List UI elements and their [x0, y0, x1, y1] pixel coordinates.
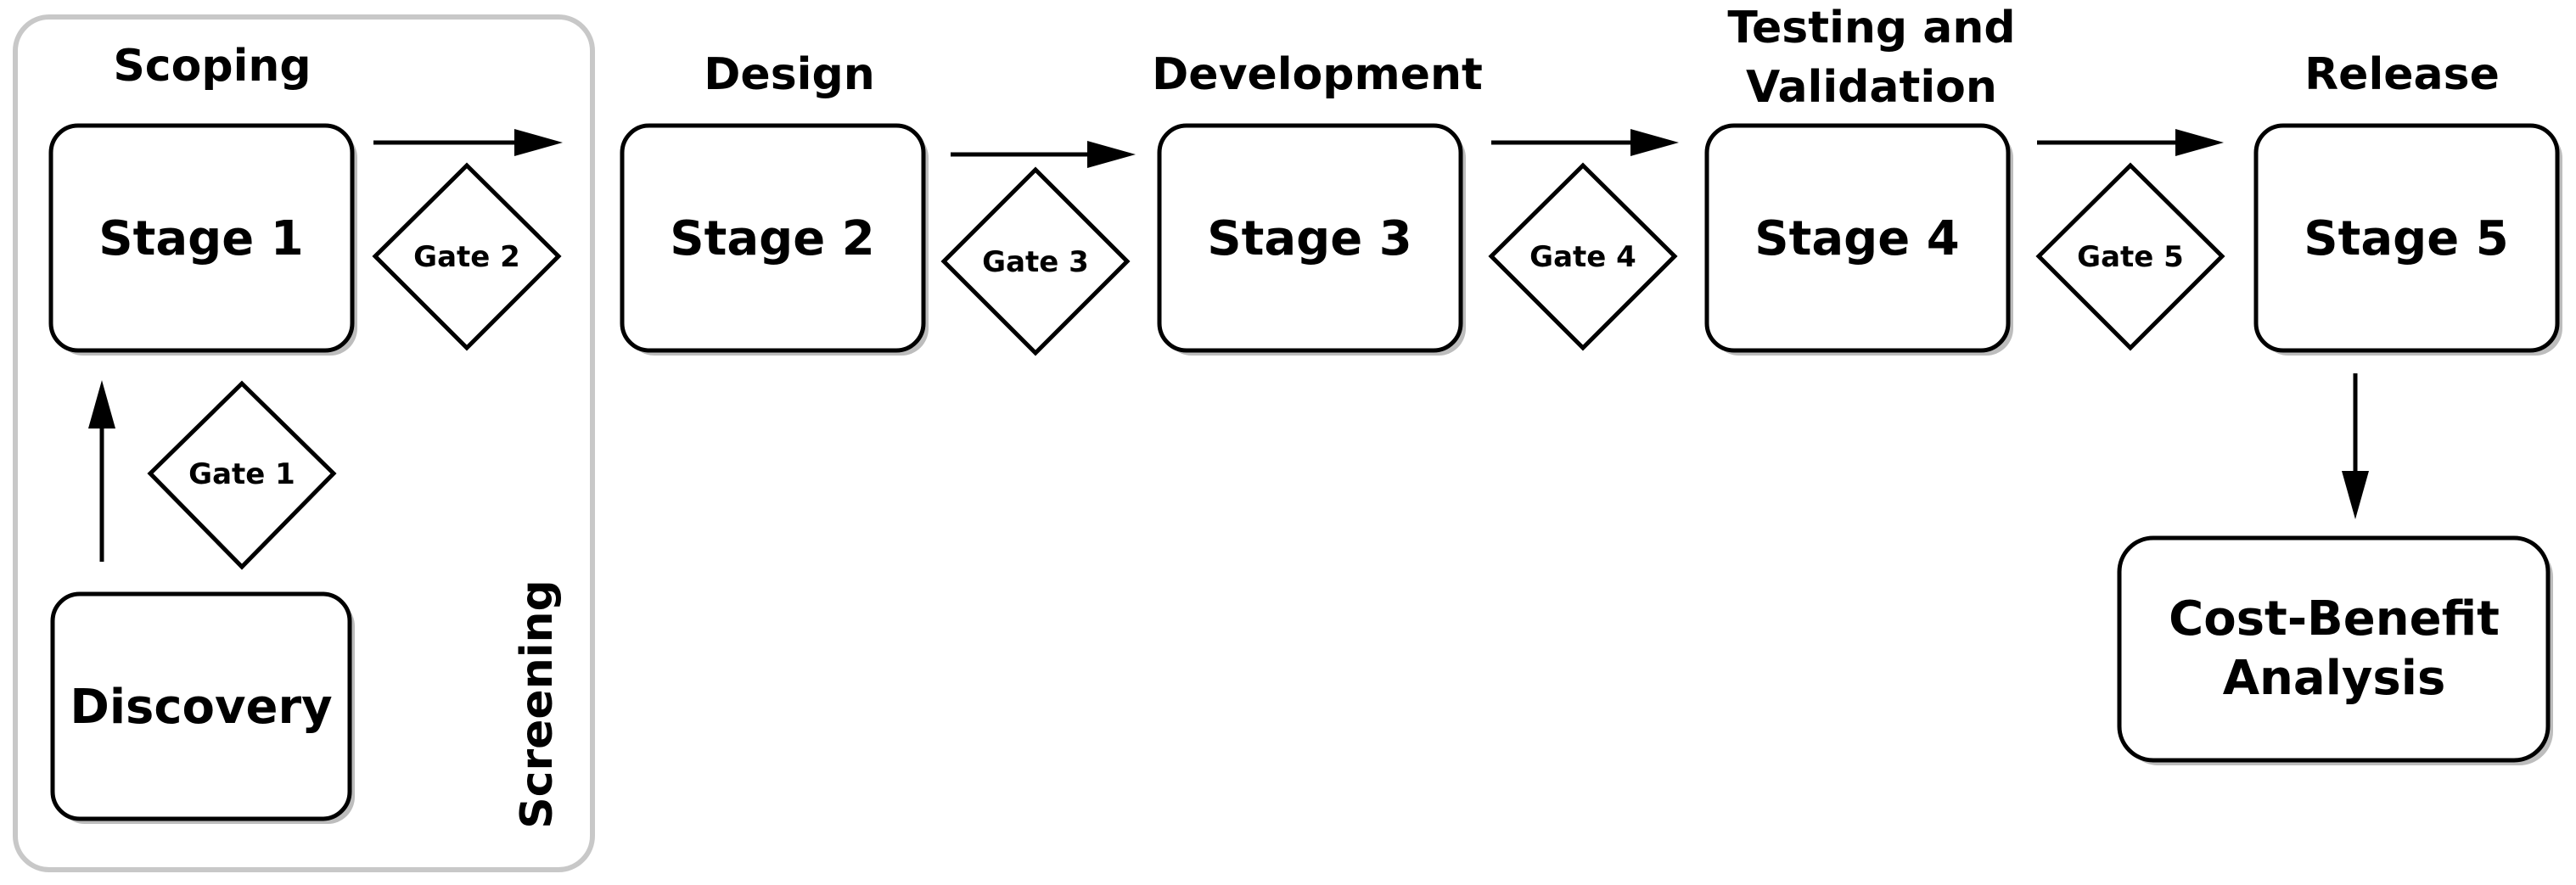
phase-label-development: Development — [1152, 49, 1483, 100]
gate-3-label: Gate 3 — [982, 245, 1089, 279]
stage-5-label: Stage 5 — [2304, 211, 2508, 266]
phase-label-testing-line1: Testing and — [1727, 3, 2015, 53]
stage-1-box: Stage 1 — [48, 123, 357, 356]
stage-2-label: Stage 2 — [670, 211, 874, 266]
arrow-discovery-to-stage-1 — [88, 380, 115, 562]
cost-benefit-label-line2: Analysis — [2223, 651, 2446, 706]
cost-benefit-analysis-box: Cost-Benefit Analysis — [2117, 535, 2553, 765]
cost-benefit-label-line1: Cost-Benefit — [2169, 591, 2500, 647]
gate-1-label: Gate 1 — [188, 457, 295, 491]
arrow-stage-3-to-stage-4 — [1491, 129, 1679, 156]
gate-1: Gate 1 — [147, 380, 337, 570]
stage-3-box: Stage 3 — [1157, 123, 1466, 356]
arrow-stage-2-to-stage-3 — [951, 141, 1136, 168]
stage-4-box: Stage 4 — [1704, 123, 2013, 356]
stage-5-box: Stage 5 — [2253, 123, 2562, 356]
stage-1-label: Stage 1 — [98, 211, 303, 266]
gate-3: Gate 3 — [940, 166, 1131, 356]
arrow-stage-4-to-stage-5 — [2037, 129, 2224, 156]
phase-label-release: Release — [2304, 49, 2500, 100]
stage-4-label: Stage 4 — [1754, 211, 1959, 266]
stage-2-box: Stage 2 — [620, 123, 929, 356]
stage-3-label: Stage 3 — [1207, 211, 1411, 266]
discovery-label: Discovery — [70, 680, 332, 735]
gate-4-label: Gate 4 — [1529, 240, 1636, 274]
gate-2: Gate 2 — [372, 162, 562, 351]
arrow-stage-5-to-cost-benefit — [2342, 373, 2369, 519]
screening-label: Screening — [512, 580, 563, 829]
gate-5-label: Gate 5 — [2077, 240, 2184, 274]
phase-label-testing-line2: Validation — [1746, 62, 1997, 113]
gate-5: Gate 5 — [2035, 162, 2225, 351]
discovery-box: Discovery — [50, 591, 355, 824]
gate-2-label: Gate 2 — [413, 240, 520, 274]
phase-label-scoping: Scoping — [113, 41, 311, 92]
arrow-stage-1-to-stage-2 — [373, 129, 563, 156]
gate-4: Gate 4 — [1488, 162, 1678, 351]
phase-label-design: Design — [704, 49, 874, 100]
